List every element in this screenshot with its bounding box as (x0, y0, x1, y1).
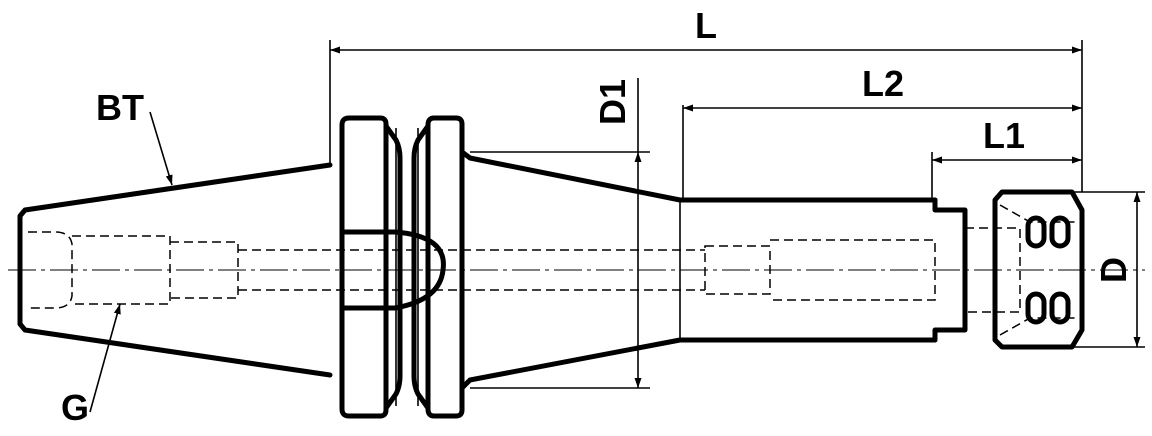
label-D: D (1093, 257, 1134, 283)
keyway (339, 229, 446, 311)
nut-slot-top-right (1049, 215, 1071, 249)
rear-thread-bore-hidden (170, 241, 239, 299)
rear-bore-hidden (28, 231, 73, 309)
v-groove (383, 123, 403, 411)
label-G: G (61, 387, 89, 428)
rear-thread-hidden (72, 235, 171, 305)
bt-taper-body (17, 162, 333, 378)
label-BT: BT (96, 87, 144, 128)
collet-taper-hidden (999, 204, 1080, 336)
nut-slot-top-left (1025, 215, 1047, 249)
flange-front (339, 115, 389, 419)
body-lower (459, 337, 938, 391)
leader-BT (149, 111, 173, 186)
nut-slot-bottom-right (1049, 291, 1071, 325)
body-upper (459, 149, 938, 203)
label-L2: L2 (862, 63, 904, 104)
label-L1: L1 (983, 115, 1025, 156)
leader-G (89, 303, 121, 413)
front-bore-hidden (704, 245, 771, 295)
v-groove-back (411, 123, 431, 411)
nose (932, 197, 968, 343)
flange-back (425, 115, 465, 419)
label-D1: D1 (592, 79, 633, 125)
label-L: L (695, 5, 717, 46)
nut-slot-bottom-left (1025, 291, 1047, 325)
